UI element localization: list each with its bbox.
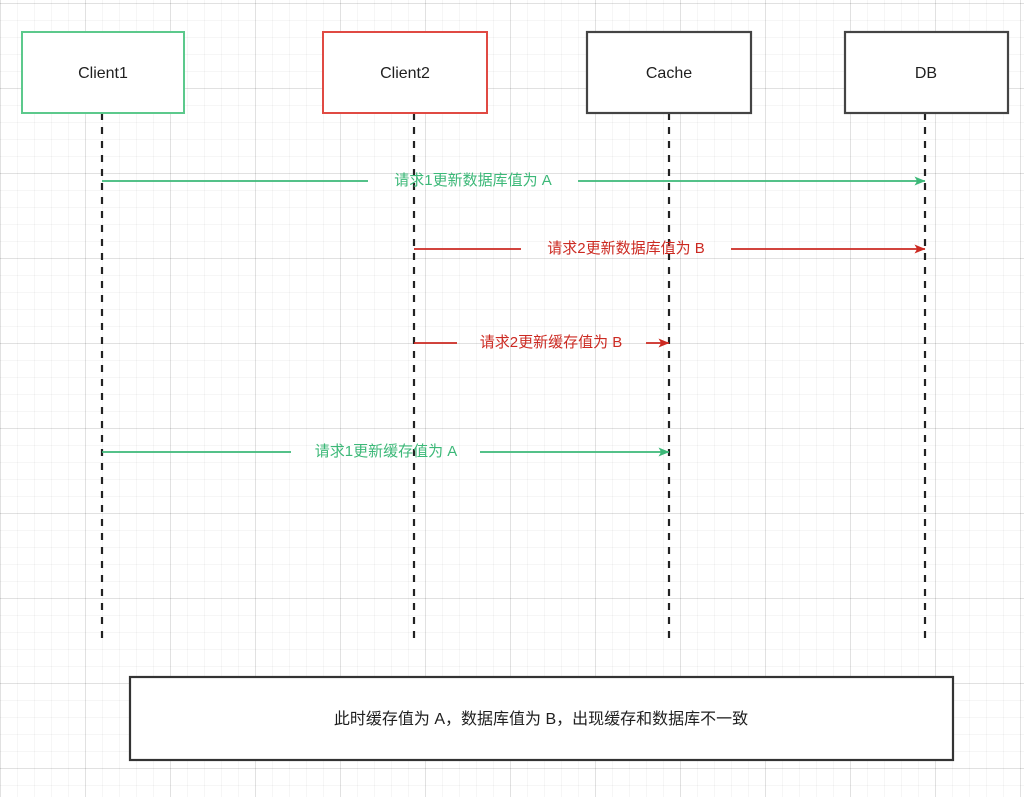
message-3[interactable]: 请求2更新缓存值为 B <box>414 334 670 351</box>
participant-db[interactable]: DB <box>843 30 1010 115</box>
message-2-label: 请求2更新数据库值为 B <box>547 240 705 257</box>
participant-client1[interactable]: Client1 <box>21 31 185 114</box>
participant-box-client2[interactable] <box>322 31 488 114</box>
participant-label-cache: Cache <box>646 65 692 82</box>
note-box-rect[interactable] <box>128 675 955 762</box>
message-2[interactable]: 请求2更新数据库值为 B <box>414 240 926 257</box>
participant-label-client2: Client2 <box>380 65 430 82</box>
lifelines-group <box>100 113 927 638</box>
participant-box-client1[interactable] <box>21 31 185 114</box>
participant-label-client1: Client1 <box>78 65 128 82</box>
participant-label-db: DB <box>915 65 937 82</box>
participant-box-db[interactable] <box>843 30 1010 115</box>
participant-cache[interactable]: Cache <box>585 30 753 115</box>
participant-client2[interactable]: Client2 <box>322 31 488 114</box>
message-1[interactable]: 请求1更新数据库值为 A <box>102 172 926 189</box>
message-4[interactable]: 请求1更新缓存值为 A <box>102 443 670 460</box>
note-box[interactable]: 此时缓存值为 A，数据库值为 B，出现缓存和数据库不一致 <box>128 675 955 762</box>
message-3-label: 请求2更新缓存值为 B <box>480 334 623 351</box>
message-1-label: 请求1更新数据库值为 A <box>394 172 552 189</box>
note-text: 此时缓存值为 A，数据库值为 B，出现缓存和数据库不一致 <box>334 710 748 728</box>
message-4-label: 请求1更新缓存值为 A <box>315 443 458 460</box>
participant-box-cache[interactable] <box>585 30 753 115</box>
